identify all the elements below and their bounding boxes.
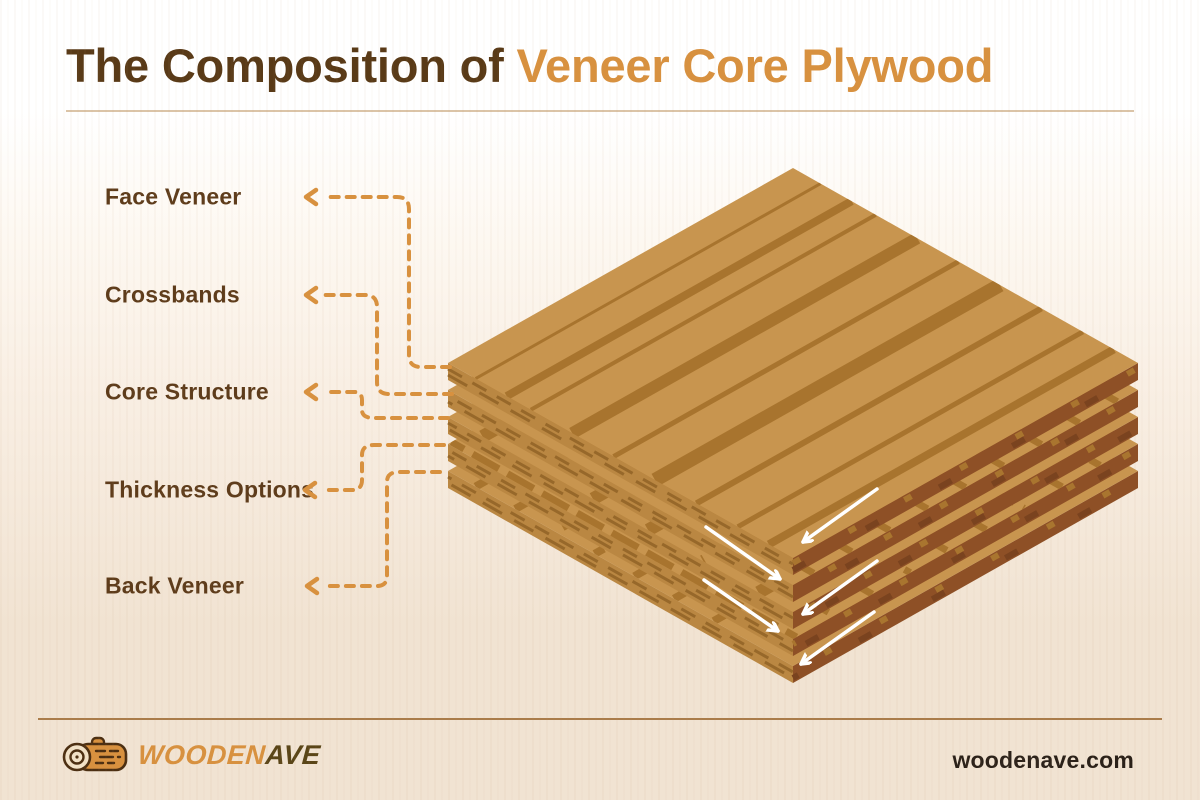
leader-lines: [302, 187, 454, 596]
brand-logo: WOODENAVE: [62, 736, 322, 774]
ply-1: [447, 168, 1140, 575]
leader-line-core-structure: [322, 390, 450, 420]
website-url: woodenave.com: [952, 747, 1134, 773]
leader-line-face-veneer: [322, 195, 452, 369]
log-icon: [62, 736, 128, 772]
leader-arrowhead-core-structure: [303, 382, 319, 402]
leader-arrowhead-crossbands: [303, 285, 319, 305]
footer-divider: [38, 718, 1162, 720]
leader-arrowhead-face-veneer: [303, 187, 319, 207]
stacking-arrows: [702, 487, 879, 666]
leader-arrowhead-back-veneer: [304, 576, 320, 596]
label-thickness-options: Thickness Options: [105, 476, 315, 503]
stack-arrow-2: [704, 525, 782, 581]
label-back-veneer: Back Veneer: [105, 572, 245, 599]
stack-arrow-4: [702, 578, 780, 633]
leader-arrowhead-thickness-options: [302, 480, 318, 500]
title-divider: [66, 110, 1134, 112]
stack-arrow-1: [801, 487, 879, 544]
title-prefix: The Composition of: [66, 39, 517, 92]
stack-arrow-5: [799, 610, 876, 666]
leader-line-thickness-options: [320, 443, 446, 492]
leader-line-crossbands: [322, 293, 454, 396]
leader-line-back-veneer: [322, 470, 442, 588]
title-highlight: Veneer Core Plywood: [516, 39, 994, 92]
stack-arrow-3: [801, 559, 879, 616]
label-core-structure: Core Structure: [105, 378, 269, 405]
label-face-veneer: Face Veneer: [105, 183, 242, 210]
label-crossbands: Crossbands: [105, 281, 240, 308]
page-title: The Composition of Veneer Core Plywood: [66, 38, 993, 93]
plywood-stack: [447, 168, 1140, 683]
